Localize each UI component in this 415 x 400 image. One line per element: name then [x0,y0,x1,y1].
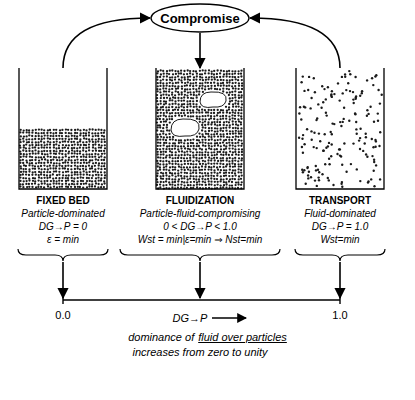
direction-arrow [212,317,246,318]
regime-description: Wst = min|ε=min ⇒ Nst=min [115,233,285,246]
axis-label: DG→P [90,311,290,325]
axis-label: 1.0 [240,308,415,322]
text-line: dominance of fluid over particles [0,330,415,344]
regime-description: ε = min [0,233,126,246]
bubble [171,119,199,136]
vessel-illustration [155,68,245,190]
vessel-wall [296,68,384,189]
regime-description: Particle-dominated [0,207,126,220]
regime-description: Wst=min [275,233,405,246]
regime-heading: FLUIDIZATION [115,194,285,207]
down-arrow [339,262,341,298]
curved-arrow [63,18,150,68]
vessel-illustration [295,68,385,190]
axis-line [63,299,340,300]
regime-heading: TRANSPORT [275,194,405,207]
axis-label: dominance of [128,330,194,344]
ellipse-node: Compromise [150,3,250,33]
vessel-wall [19,68,107,189]
axis-label: increases from zero to unity [100,345,300,359]
regime-heading: FIXED BED [0,194,126,207]
down-arrow [62,262,64,298]
curly-brace [18,249,108,261]
axis-tick [62,296,63,304]
vessel-illustration [18,68,108,190]
vessel-wall [156,68,244,189]
regime-description: DG→P = 1.0 [275,220,405,233]
regime-description: 0 < DG→P < 1.0 [115,220,285,233]
regime-description: Particle-fluid-compromising [115,207,285,220]
axis-label: 0.0 [0,308,163,322]
regime-column: FLUIDIZATIONParticle-fluid-compromising0… [115,68,285,248]
curly-brace [295,249,385,261]
regime-description: DG→P = 0 [0,220,126,233]
regime-column: TRANSPORTFluid-dominatedDG→P = 1.0Wst=mi… [275,68,405,248]
regime-column: FIXED BEDParticle-dominatedDG→P = 0ε = m… [0,68,126,248]
axis-label: fluid over particles [198,330,287,344]
curved-arrow [199,33,201,68]
regime-description: Fluid-dominated [275,207,405,220]
bubble [200,92,226,108]
down-arrow [199,262,201,298]
ellipse-label: Compromise [150,3,250,33]
curved-arrow [250,18,340,68]
axis-tick [339,296,340,304]
curly-brace [120,249,280,261]
